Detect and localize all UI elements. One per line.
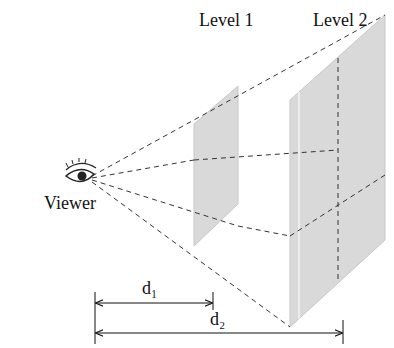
level-1-plane	[194, 86, 238, 246]
viewer-label: Viewer	[44, 194, 96, 214]
plane-edge	[298, 92, 300, 319]
dimension-label: d₂	[208, 310, 227, 330]
dimension-label: d₁	[140, 279, 159, 299]
level-label: Level 1	[199, 11, 253, 31]
eye-symbol	[66, 158, 96, 182]
sight-lines	[92, 15, 385, 327]
level-label: Level 2	[313, 11, 367, 31]
dimension-lines	[95, 292, 343, 344]
level-2-plane	[290, 15, 385, 327]
